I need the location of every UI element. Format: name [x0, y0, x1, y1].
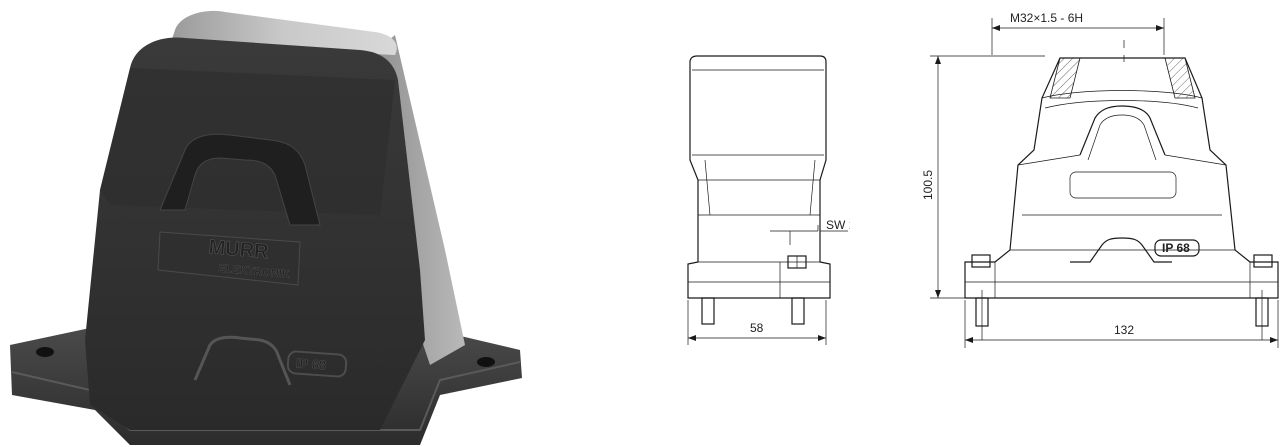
cable-entry-bump: [193, 335, 292, 386]
mounting-hole-right: [477, 357, 495, 367]
side-view-drawing: SW 10 58: [687, 55, 850, 345]
front-view-drawing: M32×1.5 - 6H 100.5 IP 68 132: [921, 11, 1279, 348]
arch-relief: [1079, 105, 1166, 156]
width-dimension: 132: [1114, 323, 1134, 337]
thread-section-right: [1164, 57, 1196, 99]
ip-badge: IP 68: [286, 350, 348, 378]
thread-label: M32×1.5 - 6H: [1010, 11, 1083, 25]
bolt-right: [791, 297, 805, 325]
bolt-left: [701, 297, 715, 325]
brand-logo: MURR ELEKTRONIK: [157, 231, 301, 286]
mounting-hole-left: [36, 347, 54, 357]
logo-window: [1069, 171, 1177, 199]
thread-section-left: [1049, 57, 1081, 99]
front-outline: [964, 57, 1279, 299]
hex-nut-right: [1253, 254, 1273, 268]
side-outline: [687, 55, 831, 299]
width-dimension: 58: [750, 321, 764, 335]
arch-relief: [159, 133, 321, 226]
wrench-size-label: SW 10: [826, 218, 850, 232]
height-dimension: 100.5: [921, 170, 935, 200]
cable-entry-bump: [1070, 237, 1172, 263]
ip-badge-text: IP 68: [295, 356, 326, 373]
product-photo: MURR ELEKTRONIK IP 68: [10, 10, 522, 445]
ip-badge: [1154, 239, 1200, 257]
hex-nut-left: [971, 254, 991, 268]
ip-badge-text: IP 68: [1162, 241, 1190, 255]
